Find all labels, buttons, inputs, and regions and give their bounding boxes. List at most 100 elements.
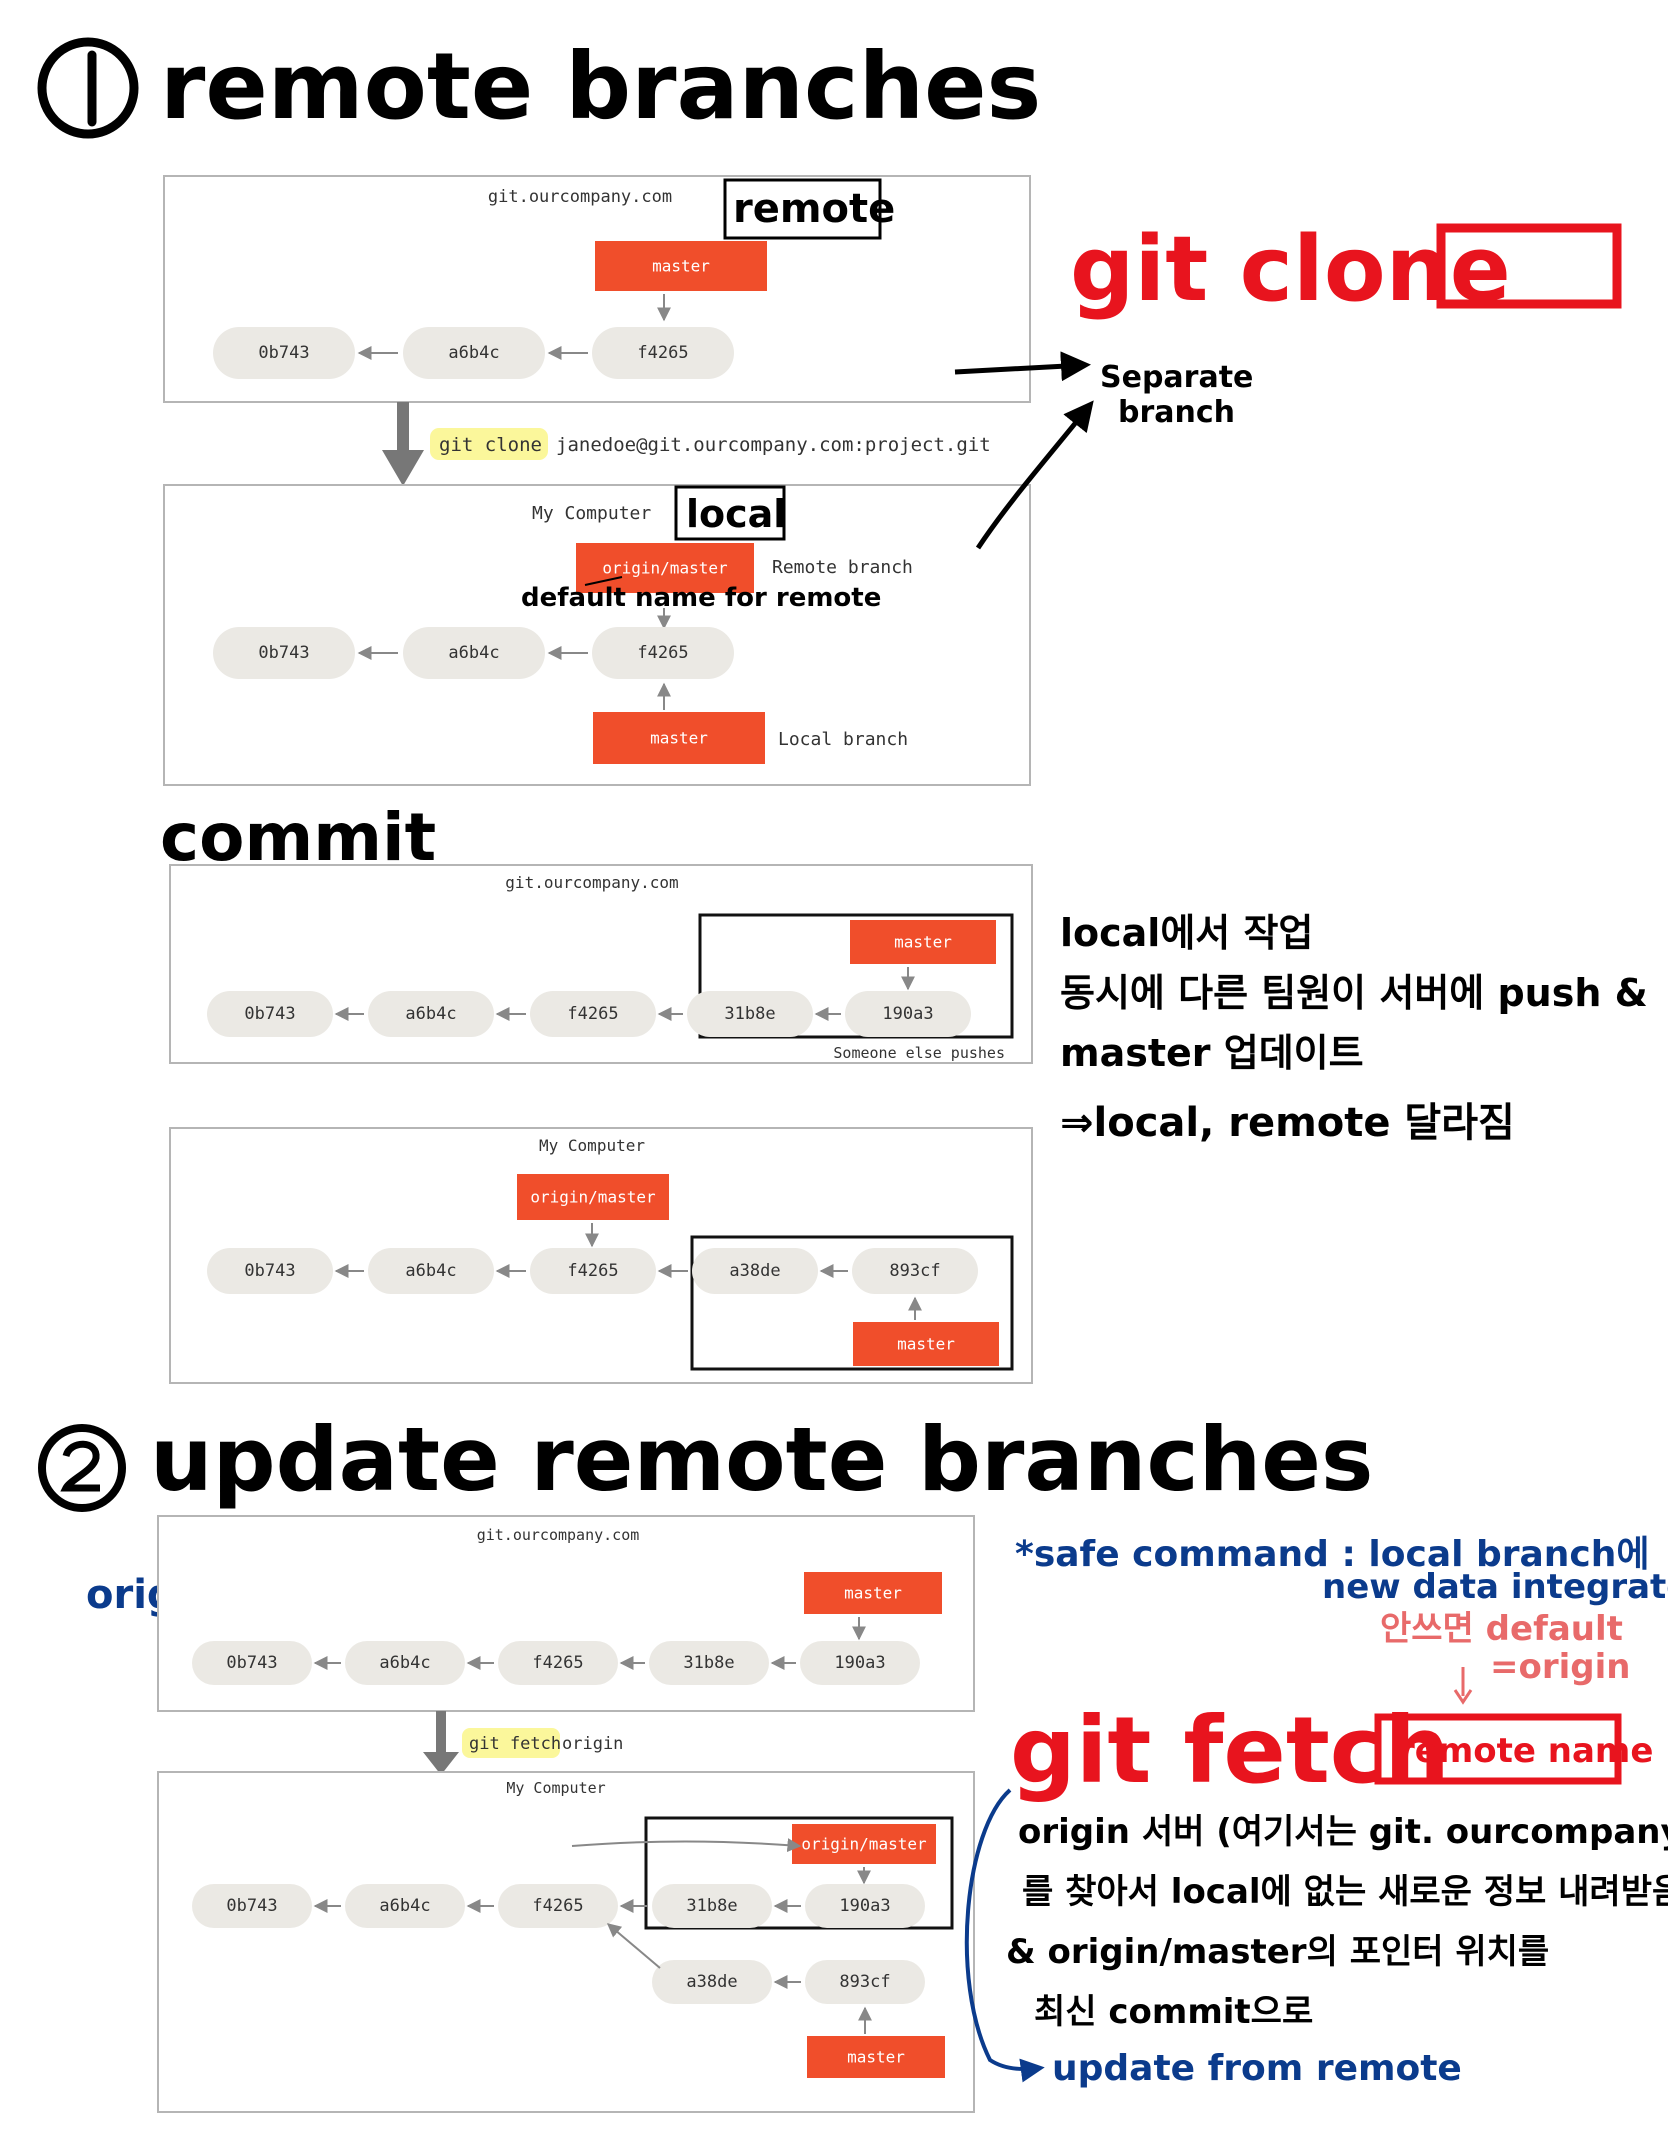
origin-master-ref: [792, 1824, 936, 1864]
commit-label: 0b743: [244, 1261, 295, 1281]
commit-node: [592, 627, 734, 679]
default-origin-line2: =origin: [1490, 1647, 1630, 1687]
commit-node: [403, 327, 545, 379]
commit-label: 31b8e: [683, 1653, 734, 1673]
underline-mark: [584, 576, 623, 586]
commit-node: [498, 1641, 618, 1685]
origin-master-ref: [576, 543, 754, 593]
local-tag: local: [674, 485, 786, 541]
commit-node: [192, 1884, 312, 1928]
section-two-numeral-stroke: [60, 1440, 100, 1492]
fetch-step: git fetch origin: [423, 1711, 623, 1775]
update-bracket-arrow: [964, 1788, 1045, 2083]
git-clone-arg-box: [1436, 223, 1622, 309]
server-master-label: master: [652, 257, 710, 276]
local-master-label: master: [897, 1335, 955, 1354]
local-master-label: master: [847, 2048, 905, 2067]
commit-node: [207, 1248, 333, 1294]
commit-label: 190a3: [882, 1004, 933, 1024]
commit-node: [652, 1884, 772, 1928]
commit-label: f4265: [532, 1896, 583, 1916]
server-title: git.ourcompany.com: [505, 873, 678, 892]
clone-step: git clone janedoe@git.ourcompany.com:pro…: [382, 402, 991, 486]
highlight-box: [698, 913, 1014, 1039]
note-line: master 업데이트: [1060, 1031, 1364, 1075]
default-name-annotation: default name for remote: [521, 583, 881, 613]
commit-node: [403, 627, 545, 679]
commit-label: 0b743: [226, 1896, 277, 1916]
commit-node: [649, 1641, 769, 1685]
commit-label: a38de: [686, 1972, 737, 1992]
clone-arrow: [382, 450, 424, 486]
commit-label: f4265: [637, 643, 688, 663]
highlight-box: [644, 1816, 954, 1930]
commit-node: [852, 1248, 978, 1294]
diagram4-local-panel: My Computer origin/master 0b743 a6b4c f4…: [157, 1771, 975, 2113]
local-master-label: master: [650, 729, 708, 748]
commit-node: [530, 991, 656, 1037]
section-two-header: ② update remote branches: [38, 1408, 1373, 1512]
separate-arrow-top: [954, 351, 1091, 382]
fetch-args: origin: [562, 1734, 623, 1754]
origin-master-label: origin/master: [801, 1835, 927, 1854]
someone-pushes-label: Someone else pushes: [833, 1044, 1005, 1062]
diagram3-local-panel: My Computer origin/master 0b743 a6b4c f4…: [169, 1127, 1033, 1384]
note-line: origin 서버 (여기서는 git. ourcompany~): [1018, 1812, 1668, 1852]
diagram1-local-panel: My Computer origin/master Remote branch …: [163, 484, 1031, 786]
server-master-ref: [804, 1572, 942, 1614]
diagram1-server-panel: git.ourcompany.com master 0b743 a6b4c f4…: [163, 175, 1031, 403]
local-master-ref: [853, 1322, 999, 1366]
commit-label: a6b4c: [405, 1261, 456, 1281]
server-master-label: master: [844, 1584, 902, 1603]
diagram4-server-panel: git.ourcompany.com master 0b743 a6b4c f4…: [157, 1515, 975, 1712]
commit-label: a6b4c: [405, 1004, 456, 1024]
commit-label: f4265: [567, 1261, 618, 1281]
section-one-header: ① remote branches: [37, 33, 1041, 140]
highlight: [430, 428, 548, 460]
local-tag-text: local: [686, 492, 786, 536]
commit-node: [213, 327, 355, 379]
commit-node: [692, 1248, 818, 1294]
commit-label: 31b8e: [724, 1004, 775, 1024]
commit-label: a6b4c: [379, 1896, 430, 1916]
safe-command-note: *safe command : local branch에 new data i…: [1015, 1534, 1668, 1607]
clone-command: git clone: [439, 434, 542, 456]
pointer-move-arrow: [571, 1838, 802, 1853]
commit-label: 0b743: [226, 1653, 277, 1673]
section-one-title: remote branches: [160, 33, 1041, 140]
server-title: git.ourcompany.com: [488, 187, 672, 207]
commit-node: [213, 627, 355, 679]
commit-label: 31b8e: [686, 1896, 737, 1916]
local-master-ref: [807, 2036, 945, 2078]
commit-node: [345, 1884, 465, 1928]
separate-arrow-bottom: [975, 400, 1094, 550]
note-line: & origin/master의 포인터 위치를: [1006, 1932, 1549, 1972]
commit-node: [368, 1248, 494, 1294]
commit-node: [845, 991, 971, 1037]
git-clone-annotation: git clone: [1070, 217, 1622, 322]
safe-command-line2: new data integrate X: [1322, 1567, 1668, 1607]
server-master-label: master: [894, 933, 952, 952]
commit-label: 190a3: [834, 1653, 885, 1673]
server-master-ref: [850, 920, 996, 964]
highlight-box: [690, 1235, 1014, 1371]
remote-branch-label: Remote branch: [772, 557, 913, 578]
commit-label: 893cf: [889, 1261, 940, 1281]
commit-node: [498, 1884, 618, 1928]
commit-label: a38de: [729, 1261, 780, 1281]
commit-node: [652, 1960, 772, 2004]
git-fetch-title: git fetch: [1010, 1697, 1450, 1804]
commit-label: 0b743: [258, 643, 309, 663]
fetch-command: git fetch: [469, 1734, 561, 1754]
commit-node: [530, 1248, 656, 1294]
origin-master-label: origin/master: [530, 1188, 656, 1207]
fetch-note: origin 서버 (여기서는 git. ourcompany~) 를 찾아서 …: [1006, 1812, 1668, 2032]
commit-node: [805, 1960, 925, 2004]
diagram2-server-panel: git.ourcompany.com master 0b743 a6b4c f4…: [169, 864, 1033, 1064]
commit-label: 190a3: [839, 1896, 890, 1916]
default-origin-line1: 안쓰면 default: [1380, 1609, 1623, 1649]
server-master-ref: [595, 241, 767, 291]
commit-label: 0b743: [244, 1004, 295, 1024]
commit-label: f4265: [532, 1653, 583, 1673]
